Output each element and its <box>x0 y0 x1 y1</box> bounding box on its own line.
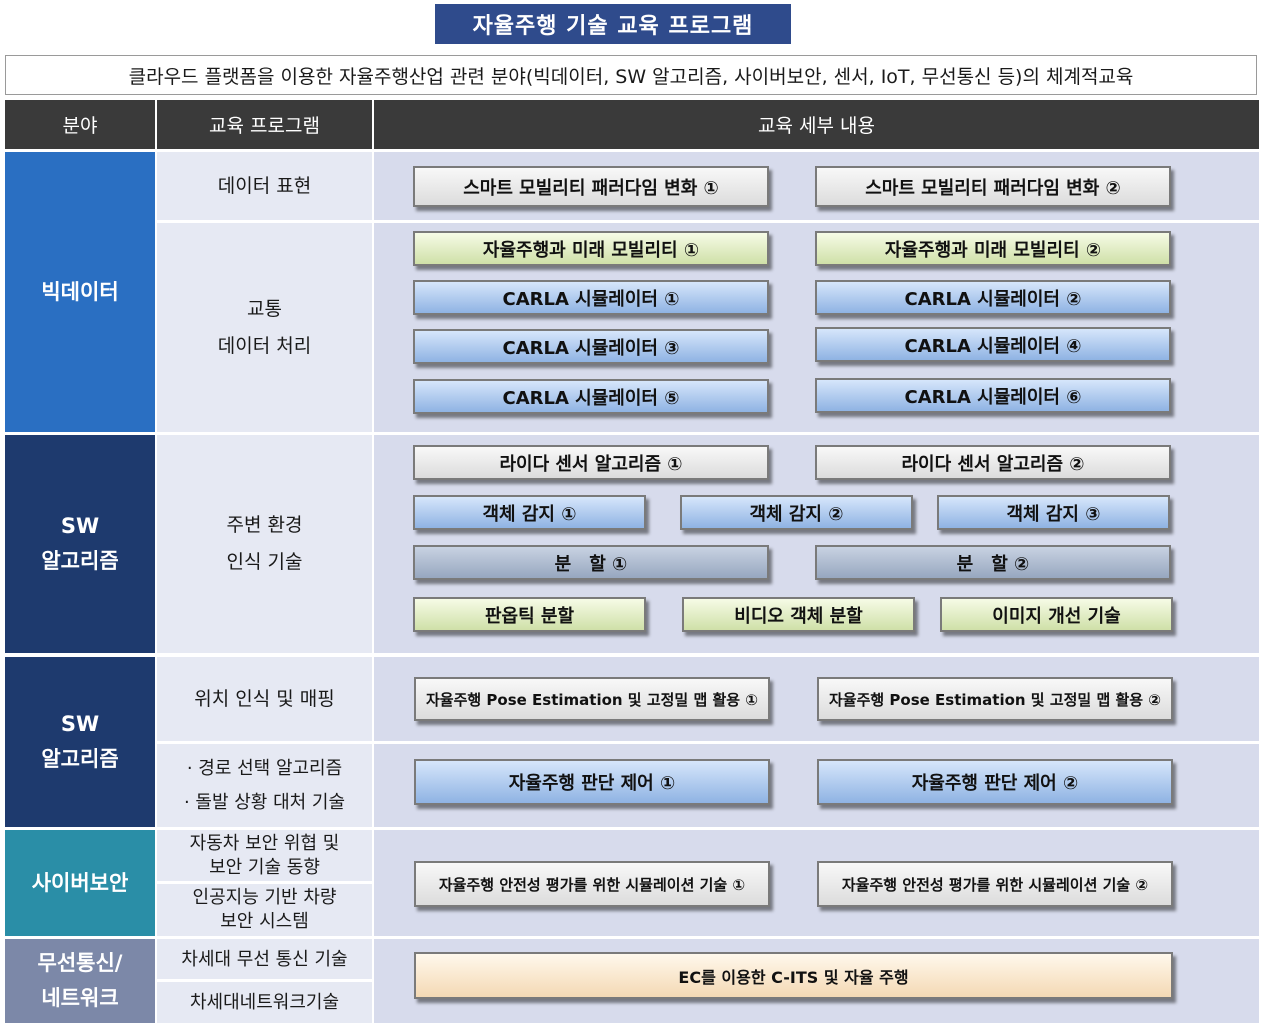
program-label-line2: 보안 기술 동향 <box>209 856 320 878</box>
course-video-object-segmentation[interactable]: 비디오 객체 분할 <box>682 597 915 632</box>
course-segmentation-2[interactable]: 분 할 ② <box>815 545 1171 580</box>
course-object-detection-2[interactable]: 객체 감지 ② <box>680 495 913 530</box>
header-detail: 교육 세부 내용 <box>374 100 1259 149</box>
program-label-line2: · 돌발 상황 대처 기술 <box>183 791 346 813</box>
course-carla-3[interactable]: CARLA 시뮬레이터 ③ <box>413 329 769 364</box>
course-lidar-2[interactable]: 라이다 센서 알고리즘 ② <box>815 445 1171 480</box>
program-localization-mapping: 위치 인식 및 매핑 <box>157 657 372 741</box>
course-carla-5[interactable]: CARLA 시뮬레이터 ⑤ <box>413 379 769 414</box>
course-pose-estimation-1[interactable]: 자율주행 Pose Estimation 및 고정밀 맵 활용 ① <box>414 677 770 721</box>
course-panoptic-segmentation[interactable]: 판옵틱 분할 <box>413 597 646 632</box>
course-smart-mobility-2[interactable]: 스마트 모빌리티 패러다임 변화 ② <box>815 166 1171 207</box>
course-safety-simulation-2[interactable]: 자율주행 안전성 평가를 위한 시뮬레이션 기술 ② <box>817 861 1173 907</box>
course-carla-4[interactable]: CARLA 시뮬레이터 ④ <box>815 327 1171 362</box>
course-ec-c-its[interactable]: EC를 이용한 C-ITS 및 자율 주행 <box>414 952 1173 999</box>
program-next-gen-network: 차세대네트워크기술 <box>157 982 372 1023</box>
course-pose-estimation-2[interactable]: 자율주행 Pose Estimation 및 고정밀 맵 활용 ② <box>817 677 1173 721</box>
program-label: 데이터 표현 <box>217 174 312 197</box>
course-carla-2[interactable]: CARLA 시뮬레이터 ② <box>815 280 1171 315</box>
program-label-line1: 주변 환경 <box>226 514 303 536</box>
program-label: 위치 인식 및 매핑 <box>194 687 335 710</box>
program-route-decision: · 경로 선택 알고리즘 · 돌발 상황 대처 기술 <box>157 744 372 827</box>
page-subtitle: 클라우드 플랫폼을 이용한 자율주행산업 관련 분야(빅데이터, SW 알고리즘… <box>5 55 1257 95</box>
field-sw-algorithm-1: SW 알고리즘 <box>5 435 155 653</box>
program-label-line2: 인식 기술 <box>226 551 303 573</box>
field-wireless-network: 무선통신/ 네트워크 <box>5 939 155 1023</box>
course-segmentation-1[interactable]: 분 할 ① <box>413 545 769 580</box>
program-data-representation: 데이터 표현 <box>157 152 372 220</box>
program-label-line1: 인공지능 기반 차량 <box>192 887 337 908</box>
program-label-line1: · 경로 선택 알고리즘 <box>186 757 343 779</box>
program-vehicle-security-trend: 자동차 보안 위협 및 보안 기술 동향 <box>157 830 372 881</box>
field-sw-label-line1: SW <box>60 712 100 736</box>
field-security-label: 사이버보안 <box>31 870 129 895</box>
field-sw-label-line2: 알고리즘 <box>41 747 119 771</box>
course-object-detection-1[interactable]: 객체 감지 ① <box>413 495 646 530</box>
course-safety-simulation-1[interactable]: 자율주행 안전성 평가를 위한 시뮬레이션 기술 ① <box>414 861 770 907</box>
field-cybersecurity: 사이버보안 <box>5 830 155 936</box>
course-decision-control-2[interactable]: 자율주행 판단 제어 ② <box>817 759 1173 805</box>
field-wireless-label-line1: 무선통신/ <box>37 951 123 975</box>
page-title: 자율주행 기술 교육 프로그램 <box>435 4 791 44</box>
course-image-enhancement[interactable]: 이미지 개선 기술 <box>940 597 1173 632</box>
course-decision-control-1[interactable]: 자율주행 판단 제어 ① <box>414 759 770 805</box>
course-future-mobility-1[interactable]: 자율주행과 미래 모빌리티 ① <box>413 231 769 266</box>
course-carla-1[interactable]: CARLA 시뮬레이터 ① <box>413 280 769 315</box>
program-label: 차세대 무선 통신 기술 <box>181 948 348 970</box>
program-traffic-data: 교통 데이터 처리 <box>157 223 372 432</box>
field-bigdata: 빅데이터 <box>5 152 155 432</box>
program-next-gen-wireless: 차세대 무선 통신 기술 <box>157 939 372 979</box>
program-label-line2: 보안 시스템 <box>220 911 309 932</box>
program-label-line2: 데이터 처리 <box>217 334 312 357</box>
course-carla-6[interactable]: CARLA 시뮬레이터 ⑥ <box>815 378 1171 413</box>
course-lidar-1[interactable]: 라이다 센서 알고리즘 ① <box>413 445 769 480</box>
program-label: 차세대네트워크기술 <box>189 992 340 1013</box>
field-bigdata-label: 빅데이터 <box>41 279 119 304</box>
course-smart-mobility-1[interactable]: 스마트 모빌리티 패러다임 변화 ① <box>413 166 769 207</box>
course-object-detection-3[interactable]: 객체 감지 ③ <box>937 495 1170 530</box>
program-label-line1: 자동차 보안 위협 및 <box>189 832 340 854</box>
program-ai-security-system: 인공지능 기반 차량 보안 시스템 <box>157 884 372 936</box>
header-field: 분야 <box>5 100 155 149</box>
header-program: 교육 프로그램 <box>157 100 372 149</box>
program-perception: 주변 환경 인식 기술 <box>157 435 372 653</box>
field-wireless-label-line2: 네트워크 <box>41 986 119 1010</box>
course-future-mobility-2[interactable]: 자율주행과 미래 모빌리티 ② <box>815 231 1171 266</box>
field-sw-label-line2: 알고리즘 <box>41 549 119 573</box>
field-sw-label-line1: SW <box>60 514 100 538</box>
program-label-line1: 교통 <box>247 297 282 320</box>
field-sw-algorithm-2: SW 알고리즘 <box>5 657 155 827</box>
